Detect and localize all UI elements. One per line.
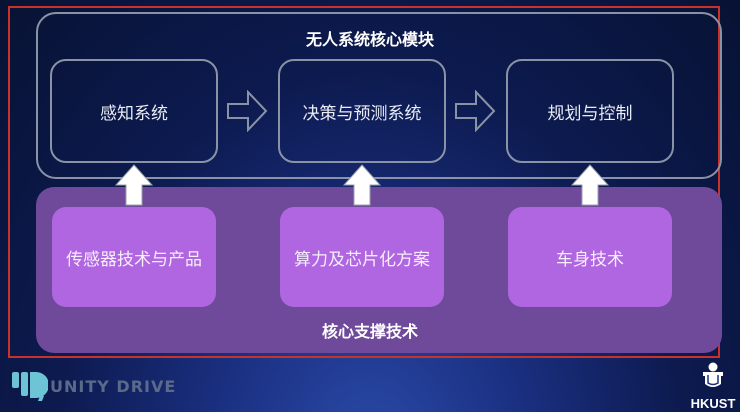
hkust-emblem-icon	[703, 362, 723, 387]
core-modules-title: 无人系统核心模块	[305, 30, 434, 49]
module-planning-control: 规划与控制	[506, 59, 674, 163]
right-arrow-icon	[455, 90, 496, 132]
up-arrow-icon	[342, 164, 382, 206]
up-arrow-icon	[114, 164, 154, 206]
support-tech-title: 核心支撑技术	[321, 322, 418, 341]
core-modules-group	[36, 12, 722, 179]
right-arrow-icon	[227, 90, 268, 132]
module-perception: 感知系统	[50, 59, 218, 163]
support-item-vehicle-body: 车身技术	[508, 207, 672, 307]
unity-drive-mark-icon	[12, 372, 48, 401]
unity-drive-text: UNITY DRIVE	[50, 376, 177, 396]
hkust-logo: HKUST	[690, 362, 736, 411]
unity-drive-logo: UNITY DRIVE	[12, 370, 176, 402]
highlight-frame	[8, 6, 720, 358]
hkust-text: HKUST	[690, 396, 736, 411]
up-arrow-icon	[570, 164, 610, 206]
module-decision-prediction: 决策与预测系统	[278, 59, 446, 163]
support-item-sensors: 传感器技术与产品	[52, 207, 216, 307]
support-item-compute-chips: 算力及芯片化方案	[280, 207, 444, 307]
